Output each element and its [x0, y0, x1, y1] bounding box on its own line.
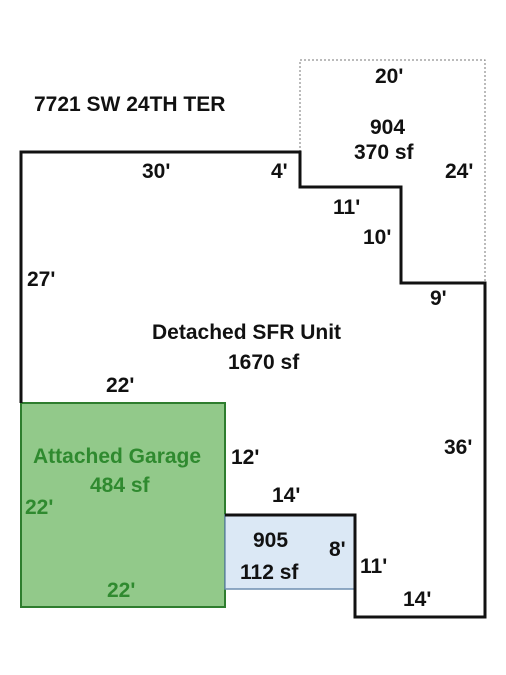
dimension-bottom-11: 11' — [360, 555, 387, 578]
dimension-step-10: 10' — [363, 226, 391, 249]
dimension-right-36: 36' — [444, 436, 472, 459]
garage-area-name: Attached Garage — [33, 445, 201, 468]
dimension-garage-right: 12' — [231, 446, 259, 469]
main-area-size: 1670 sf — [228, 351, 300, 374]
dimension-left-27: 27' — [27, 268, 55, 291]
dimension-bottom-14: 14' — [403, 588, 431, 611]
dimension-garage-bottom: 22' — [107, 579, 135, 602]
garage-area-size: 484 sf — [90, 474, 151, 497]
main-building-outline — [19, 150, 487, 619]
dimension-garage-left: 22' — [25, 496, 53, 519]
area-905-name: 905 — [253, 529, 288, 552]
dimension-905-top: 14' — [272, 484, 300, 507]
dimension-step-11: 11' — [333, 196, 360, 219]
property-address: 7721 SW 24TH TER — [34, 93, 225, 116]
dimension-step-9: 9' — [430, 287, 447, 310]
area-904-dotted-outline — [299, 59, 486, 283]
dimension-905-right: 8' — [329, 538, 346, 561]
dimension-904-right: 24' — [445, 160, 473, 183]
area-904-size: 370 sf — [354, 141, 415, 164]
dimension-904-top: 20' — [375, 65, 403, 88]
garage-area-shape — [20, 402, 226, 608]
area-905-size: 112 sf — [240, 561, 299, 584]
dimension-garage-top: 22' — [106, 374, 134, 397]
dimension-main-top: 30' — [142, 160, 170, 183]
area-905-shape — [224, 514, 356, 590]
dimension-step-4: 4' — [271, 160, 288, 183]
main-area-name: Detached SFR Unit — [152, 321, 341, 344]
area-904-name: 904 — [370, 116, 405, 139]
